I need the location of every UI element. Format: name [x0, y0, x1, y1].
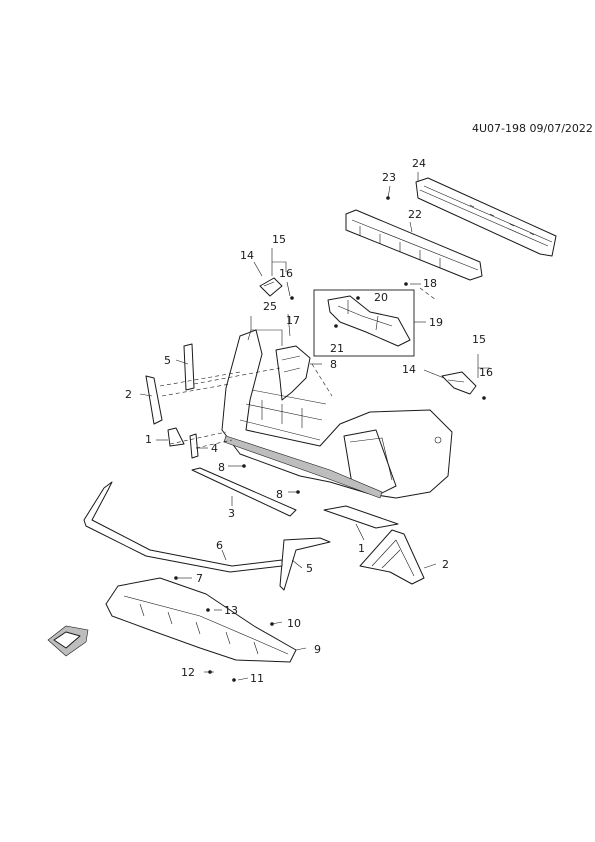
callout-25: 25 — [263, 300, 277, 313]
callout-23: 23 — [382, 171, 396, 184]
callout-8-middle: 8 — [218, 461, 225, 474]
callout-17: 17 — [286, 314, 300, 327]
bracket-right — [441, 371, 477, 395]
bracket-small-5-lower — [279, 537, 331, 591]
bracket-upper-left — [259, 277, 283, 297]
side-grille-left — [145, 375, 163, 425]
trim-lower-right — [323, 505, 399, 529]
callout-9: 9 — [314, 643, 321, 656]
front-bumper-fascia — [221, 329, 453, 499]
callout-21: 21 — [330, 342, 344, 355]
side-grille-right — [359, 529, 425, 585]
callout-14-right: 14 — [402, 363, 416, 376]
callout-2-right: 2 — [442, 558, 449, 571]
front-arrow-icon — [47, 625, 89, 657]
callout-20: 20 — [374, 291, 388, 304]
callout-2-left: 2 — [125, 388, 132, 401]
callout-18: 18 — [423, 277, 437, 290]
lower-lip-spoiler — [83, 481, 283, 573]
side-bracket — [275, 345, 311, 401]
callout-22: 22 — [408, 208, 422, 221]
callout-8-upper: 8 — [330, 358, 337, 371]
callout-19: 19 — [429, 316, 443, 329]
callout-6: 6 — [216, 539, 223, 552]
bracket-small-5-upper — [183, 343, 195, 391]
bracket-small-4 — [189, 433, 199, 459]
callout-14-left: 14 — [240, 249, 254, 262]
callout-3: 3 — [228, 507, 235, 520]
energy-absorber — [345, 209, 483, 281]
callout-10: 10 — [287, 617, 301, 630]
callout-1-lower: 1 — [358, 542, 365, 555]
callout-11: 11 — [250, 672, 264, 685]
lower-trim-strip — [191, 467, 297, 517]
callout-15-right: 15 — [472, 333, 486, 346]
fastener-dots — [174, 196, 486, 682]
callout-1-left: 1 — [145, 433, 152, 446]
leader-lines — [139, 172, 490, 681]
callout-5-lower: 5 — [306, 562, 313, 575]
callout-5-upper: 5 — [164, 354, 171, 367]
callout-12: 12 — [181, 666, 195, 679]
callout-8-lower: 8 — [276, 488, 283, 501]
bumper-beam — [415, 177, 557, 257]
callout-16-right: 16 — [479, 366, 493, 379]
underbody-shield — [105, 577, 297, 663]
reference-code: 4U07-198 09/07/2022 — [472, 122, 593, 135]
callout-13: 13 — [224, 604, 238, 617]
callout-7: 7 — [196, 572, 203, 585]
center-bracket-group — [313, 289, 415, 357]
callout-16-left: 16 — [279, 267, 293, 280]
callout-4: 4 — [211, 442, 218, 455]
callout-24: 24 — [412, 157, 426, 170]
trim-left — [167, 427, 185, 447]
callout-15-left: 15 — [272, 233, 286, 246]
